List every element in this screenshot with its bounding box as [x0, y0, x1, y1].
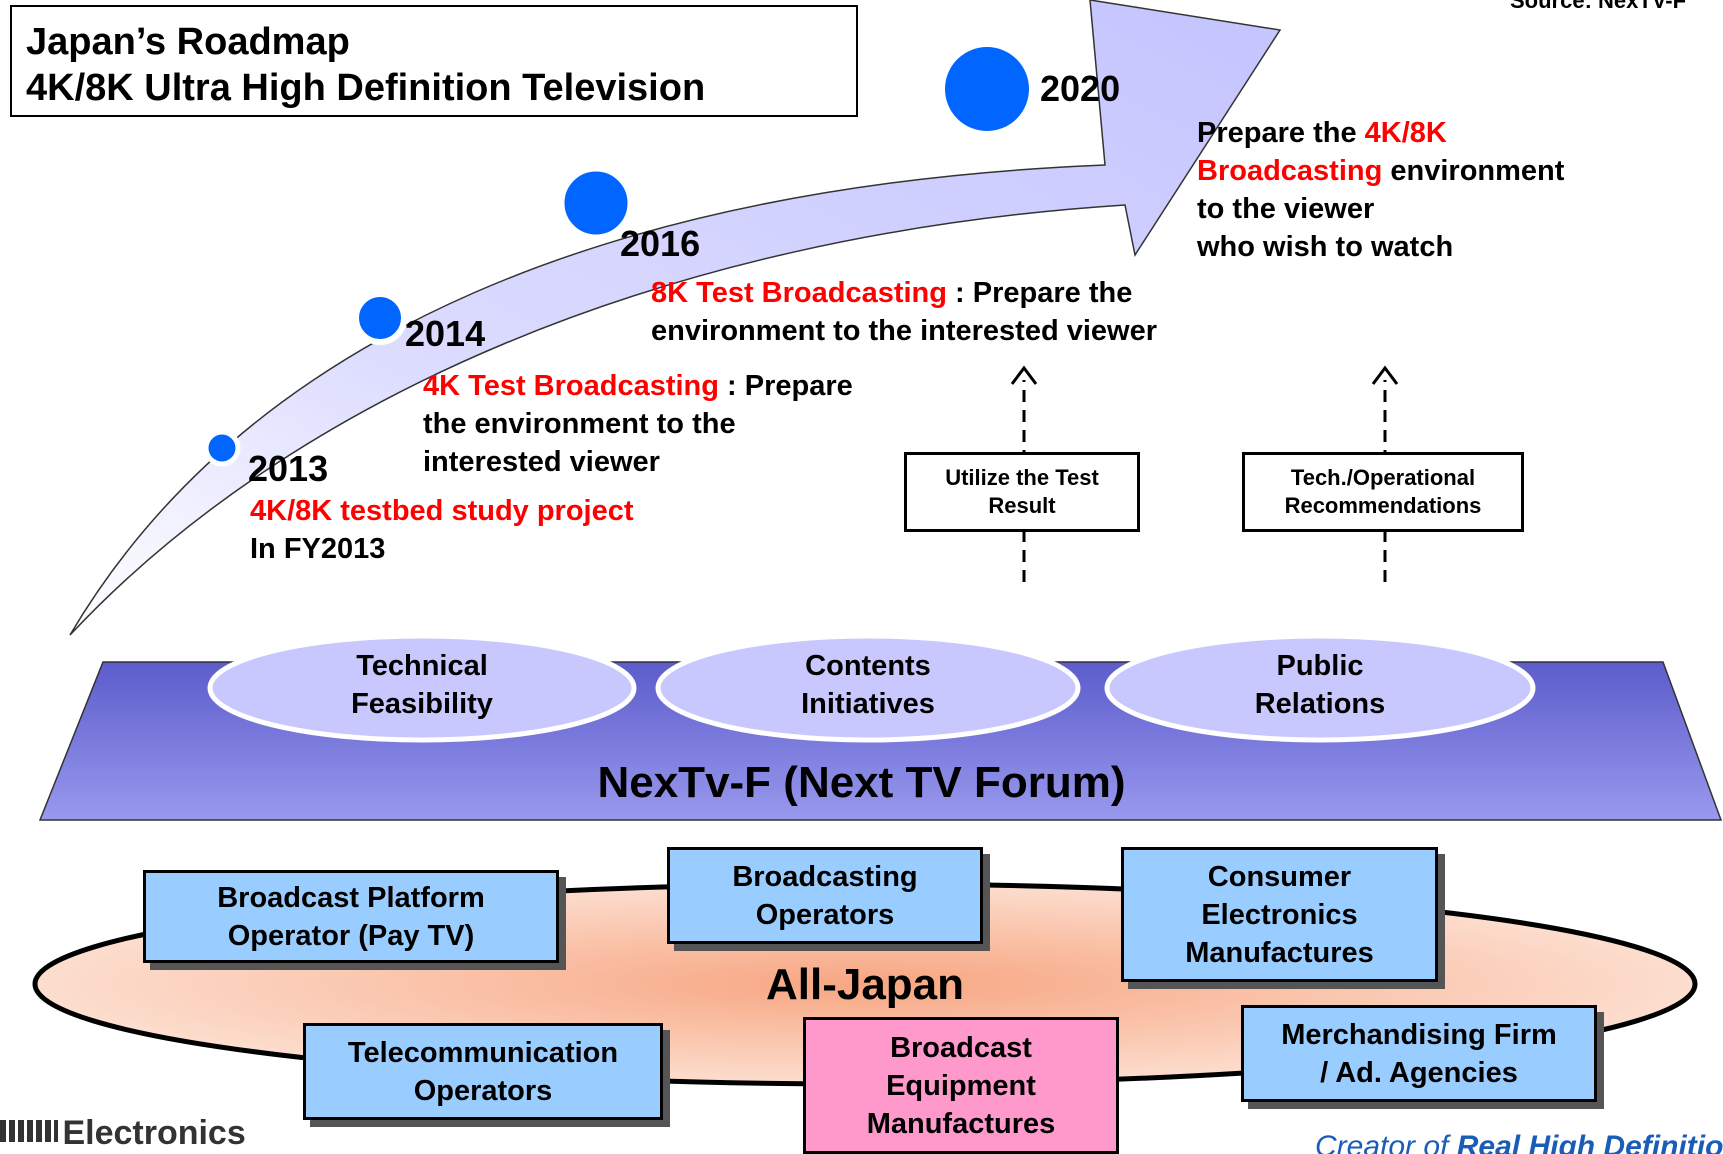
brand-logo-icon — [0, 1120, 58, 1142]
footer-tagline: Creator of Real High Definition — [1315, 1128, 1723, 1154]
milestone-2016-detail1: : Prepare the — [946, 277, 1133, 309]
milestone-2013-highlight: 4K/8K testbed study project — [250, 495, 634, 527]
recommendations-line2: Recommendations — [1284, 493, 1482, 518]
year-2016: 2016 — [620, 223, 701, 264]
platform-line2: Operator (Pay TV) — [227, 919, 475, 952]
footer-tagline-brand: Real High Definition — [1456, 1130, 1723, 1154]
consumer-line1: Consumer — [1207, 860, 1352, 893]
telecom-line1: Telecommunication — [347, 1036, 619, 1069]
milestone-2014-detail2: the environment to the — [423, 408, 736, 440]
pillar-public-line1: Public — [1276, 650, 1364, 682]
year-2020: 2020 — [1040, 68, 1121, 109]
telecom-line2: Operators — [413, 1074, 553, 1107]
forum-name: NexTv-F (Next TV Forum) — [597, 758, 1126, 807]
year-2013: 2013 — [248, 448, 329, 489]
footer-left-logo: Electronics — [0, 1114, 246, 1154]
pillar-public-line2: Relations — [1254, 688, 1386, 720]
milestone-dot-2016 — [557, 164, 635, 242]
footer-left-text: Electronics — [62, 1114, 246, 1152]
platform-line1: Broadcast Platform — [217, 881, 485, 914]
milestone-dot-2020 — [937, 39, 1037, 139]
pillar-technical: Technical Feasibility — [280, 647, 564, 723]
pillar-technical-line1: Technical — [356, 650, 488, 682]
stakeholder-merchandising: Merchandising Firm / Ad. Agencies — [1241, 1005, 1597, 1102]
equipment-line2: Equipment — [886, 1069, 1036, 1102]
milestone-2020-line3: to the viewer — [1197, 193, 1375, 225]
broadcasting-line2: Operators — [755, 898, 895, 931]
pillar-ellipse-contents — [655, 633, 1081, 743]
stakeholder-telecom-operators: Telecommunication Operators — [303, 1023, 663, 1120]
pillar-public: Public Relations — [1178, 647, 1462, 723]
equipment-line3: Manufactures — [866, 1107, 1056, 1140]
broadcasting-line1: Broadcasting — [732, 860, 918, 893]
pillar-ellipse-public — [1104, 633, 1536, 743]
source-label: Source: NexTV-F — [1510, 0, 1687, 13]
milestone-dot-2013 — [203, 429, 241, 467]
merch-line1: Merchandising Firm — [1281, 1018, 1557, 1051]
test-result-box: Utilize the Test Result — [904, 452, 1140, 532]
equipment-line1: Broadcast — [890, 1031, 1032, 1064]
consumer-line3: Manufactures — [1185, 936, 1374, 969]
stakeholder-equipment-manufactures: Broadcast Equipment Manufactures — [803, 1017, 1119, 1154]
consumer-line2: Electronics — [1201, 898, 1358, 931]
milestone-2013-text: 4K/8K testbed study project In FY2013 — [250, 492, 634, 568]
roadmap-arrow — [69, 0, 1282, 636]
pillar-contents: Contents Initiatives — [726, 647, 1010, 723]
title-line2: 4K/8K Ultra High Definition Television — [26, 67, 706, 109]
milestone-2020-line4: who wish to watch — [1197, 231, 1454, 263]
stakeholder-consumer-electronics: Consumer Electronics Manufactures — [1121, 847, 1438, 982]
pillar-ellipse-technical — [207, 633, 637, 743]
milestone-2020-post: environment — [1382, 155, 1565, 187]
milestone-dot-2014 — [353, 291, 407, 345]
pillar-contents-line1: Contents — [805, 650, 931, 682]
stakeholder-platform-operator: Broadcast Platform Operator (Pay TV) — [143, 870, 559, 963]
year-2014: 2014 — [405, 313, 486, 354]
milestone-2014-detail1: : Prepare — [718, 370, 853, 402]
milestone-2016-highlight: 8K Test Broadcasting — [651, 277, 947, 309]
test-result-line1: Utilize the Test — [945, 465, 1099, 490]
all-japan-label: All-Japan — [765, 960, 965, 1009]
pillar-technical-line2: Feasibility — [351, 688, 493, 720]
pillar-contents-line2: Initiatives — [801, 688, 935, 720]
milestone-2016-detail2: environment to the interested viewer — [651, 315, 1158, 347]
milestone-2014-text: 4K Test Broadcasting : Prepare the envir… — [423, 367, 853, 481]
milestone-2014-highlight: 4K Test Broadcasting — [423, 370, 719, 402]
recommendations-box: Tech./Operational Recommendations — [1242, 452, 1524, 532]
milestone-2020-highlight1: 4K/8K — [1364, 117, 1447, 149]
title-box: Japan’s Roadmap 4K/8K Ultra High Definit… — [10, 5, 858, 117]
milestone-2016-text: 8K Test Broadcasting : Prepare the envir… — [651, 274, 1157, 350]
footer-tagline-prefix: Creator of — [1315, 1130, 1457, 1154]
milestone-2013-detail: In FY2013 — [250, 533, 386, 565]
merch-line2: / Ad. Agencies — [1320, 1056, 1518, 1089]
milestone-2020-text: Prepare the 4K/8K Broadcasting environme… — [1197, 114, 1564, 266]
title-line1: Japan’s Roadmap — [26, 21, 350, 63]
test-result-line2: Result — [988, 493, 1056, 518]
milestone-2014-detail3: interested viewer — [423, 446, 660, 478]
milestone-2020-pre: Prepare the — [1197, 117, 1365, 149]
stakeholder-broadcasting-operators: Broadcasting Operators — [667, 847, 983, 944]
recommendations-line1: Tech./Operational — [1290, 465, 1476, 490]
milestone-2020-highlight2: Broadcasting — [1197, 155, 1383, 187]
